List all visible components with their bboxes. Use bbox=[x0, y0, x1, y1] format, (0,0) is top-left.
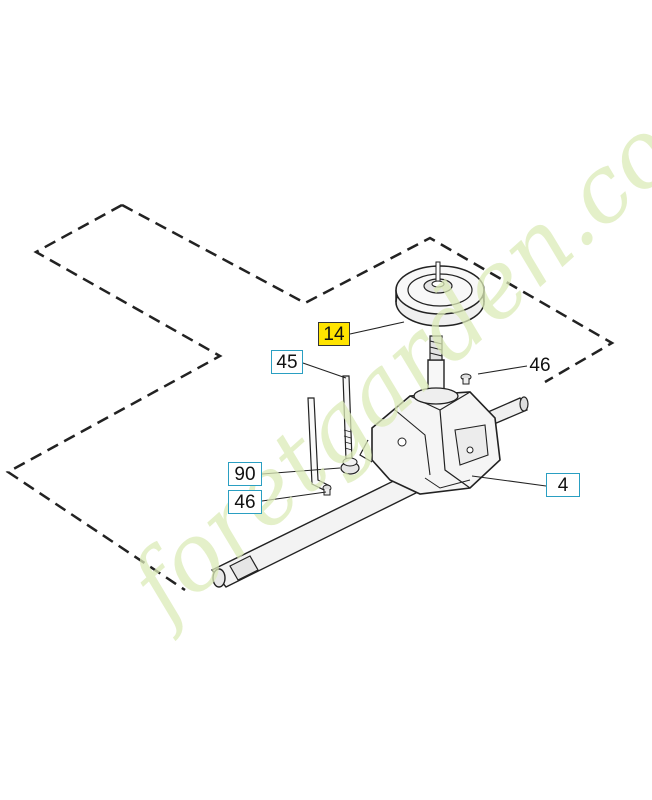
screw-46-top bbox=[460, 373, 472, 385]
callout-4: 4 bbox=[546, 473, 580, 497]
callout-14: 14 bbox=[318, 322, 350, 346]
dashed-boundary bbox=[5, 203, 615, 592]
callout-46-top: 46 bbox=[529, 355, 551, 376]
input-shaft bbox=[413, 335, 459, 405]
callout-46-bottom: 46 bbox=[228, 490, 262, 514]
callout-90: 90 bbox=[228, 462, 262, 486]
long-bolt bbox=[340, 375, 360, 475]
l-key bbox=[307, 397, 331, 493]
screw-46-bottom bbox=[322, 484, 332, 496]
leader-lines bbox=[261, 321, 547, 502]
gearbox-housing bbox=[359, 391, 501, 495]
callout-45: 45 bbox=[271, 350, 303, 374]
pulley bbox=[395, 261, 485, 327]
